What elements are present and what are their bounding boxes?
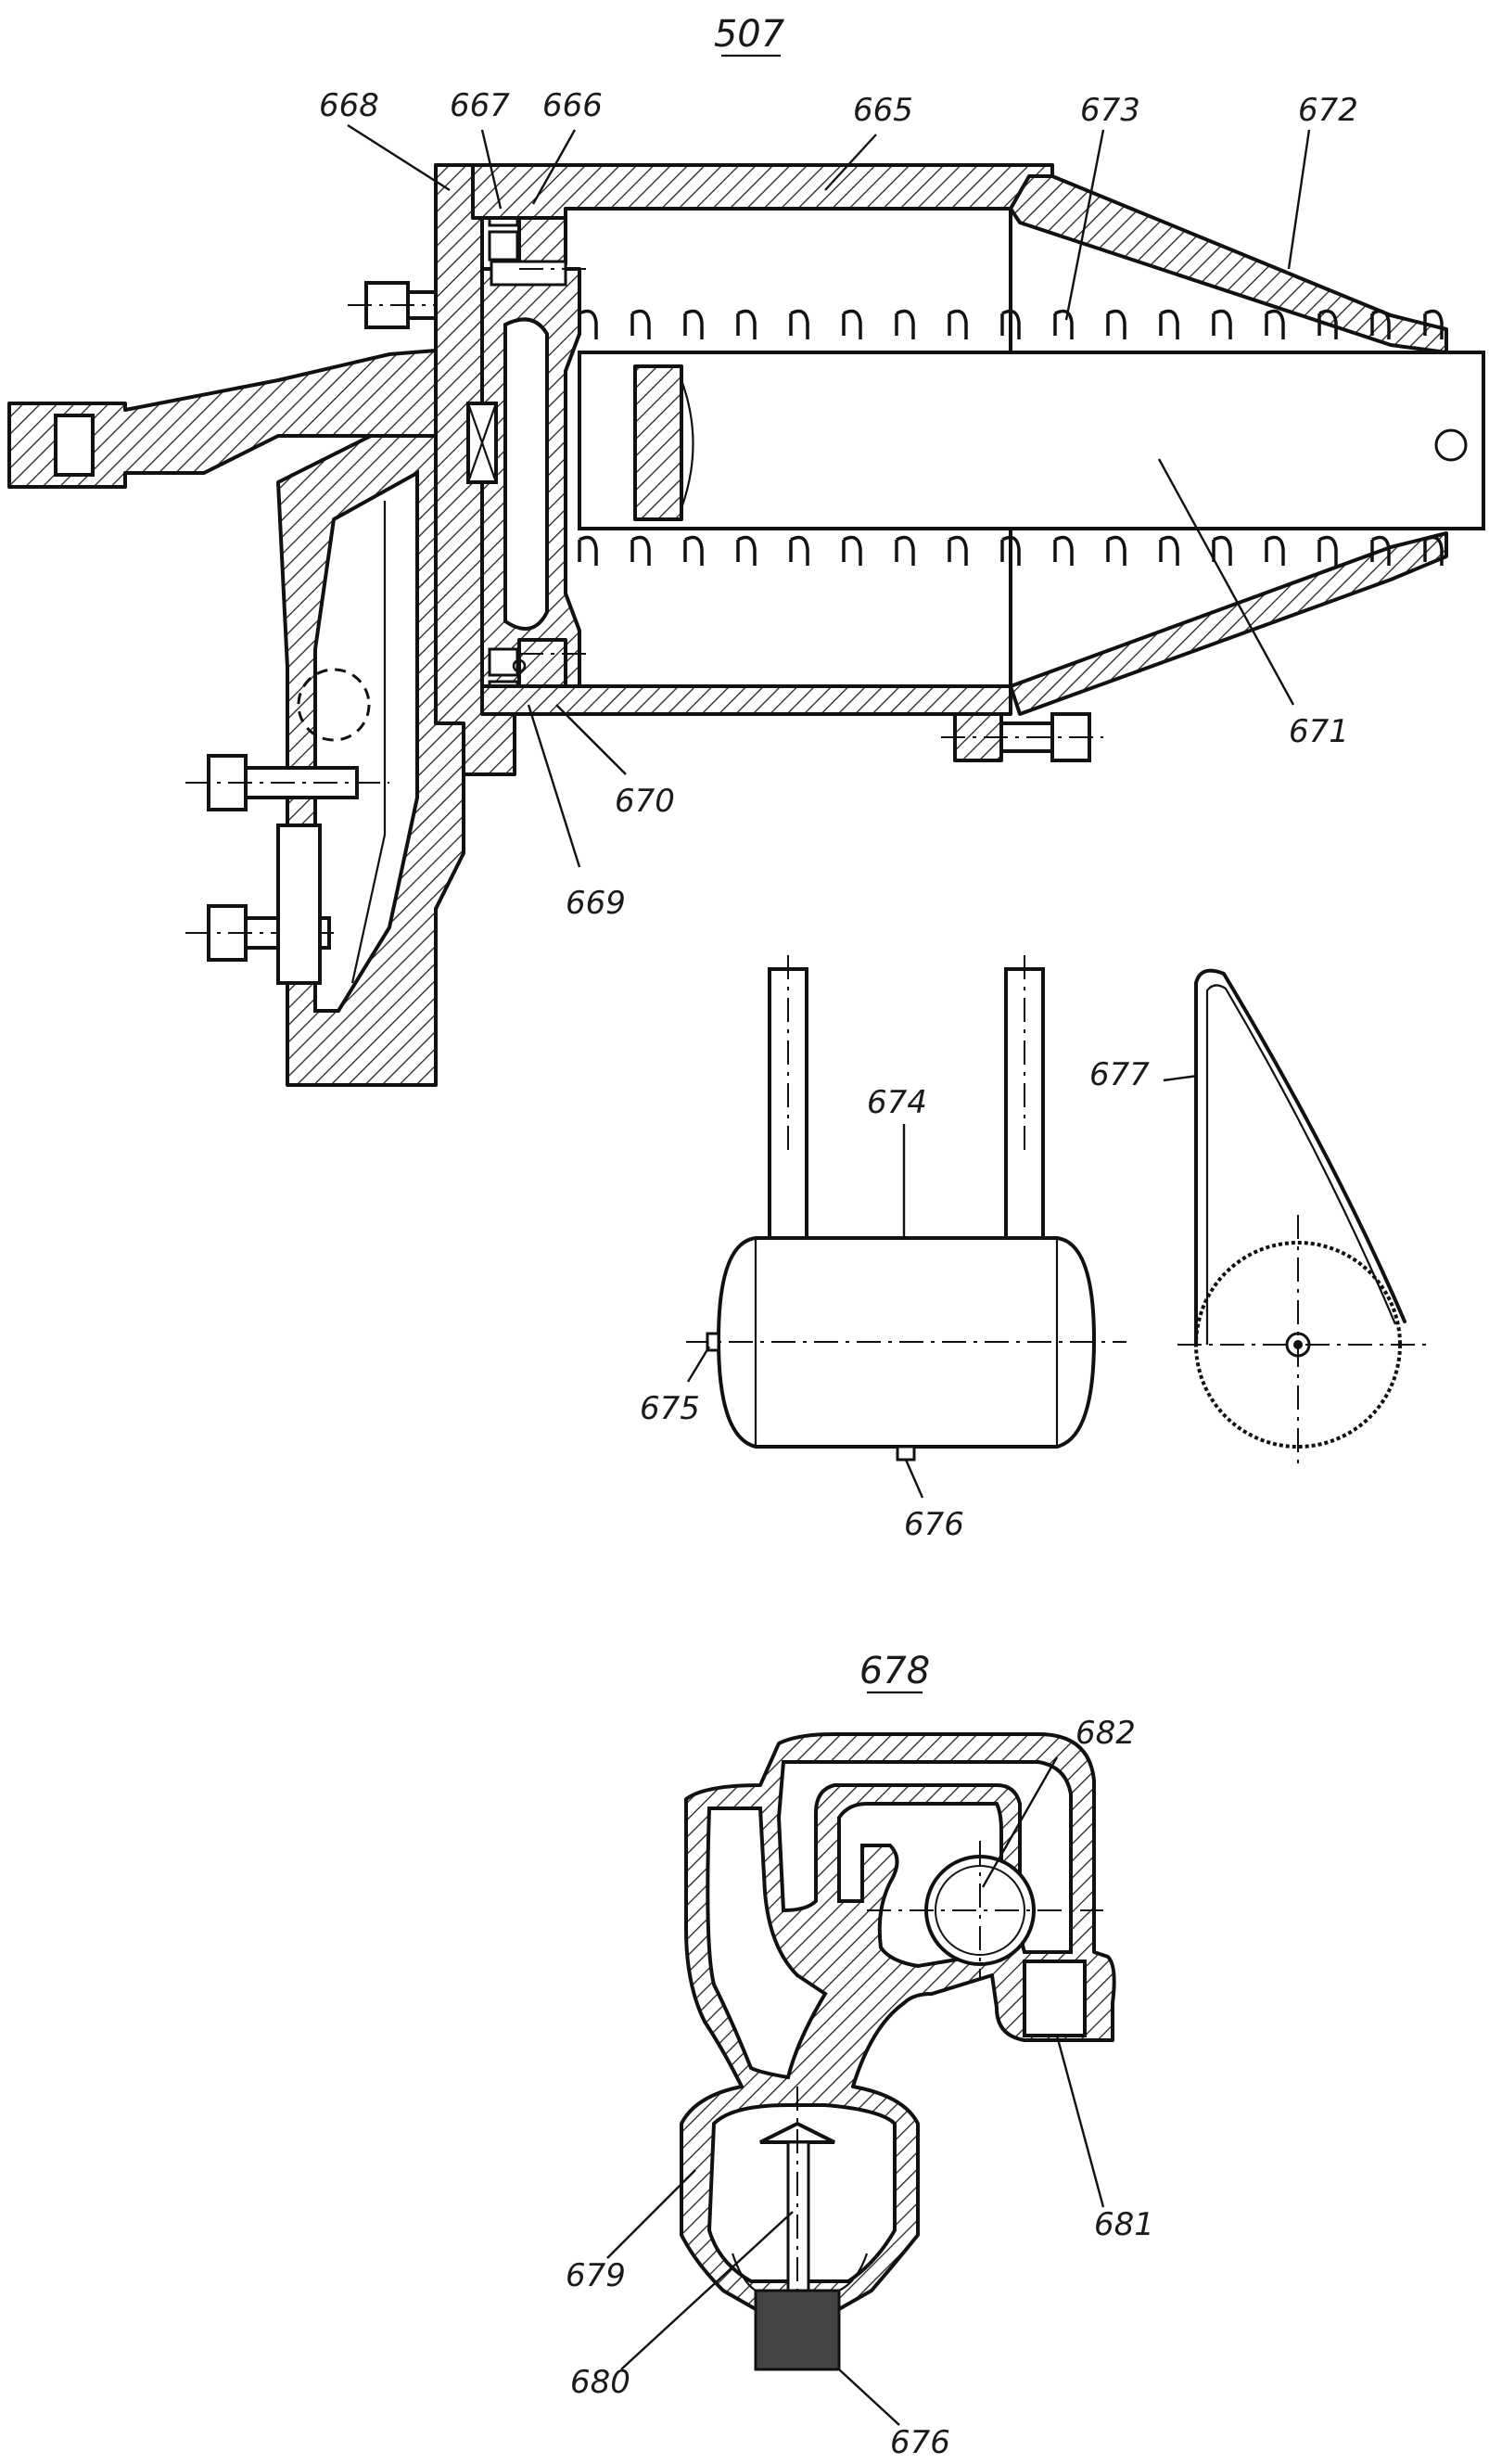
spring-coil-bottom [895, 535, 915, 566]
spring-coil-bottom [948, 535, 968, 566]
callout-681: 681 [1094, 2206, 1154, 2243]
spring-coil-top [1212, 309, 1232, 339]
figure-507-leaders [347, 123, 1311, 868]
callout-672: 672 [1298, 92, 1358, 129]
callout-680: 680 [570, 2364, 630, 2401]
piston-dome [503, 317, 549, 631]
drain-cap-676 [754, 2289, 841, 2371]
spring-coil-bottom [1159, 535, 1179, 566]
return-spring [578, 309, 1444, 566]
spring-coil-top [578, 309, 598, 339]
tank-inlet-fitting [706, 1332, 720, 1352]
spring-coil-bottom [1265, 535, 1285, 566]
callout-670: 670 [615, 783, 675, 820]
callout-676-valve: 676 [890, 2424, 950, 2461]
cone-shell-lower [1009, 531, 1448, 716]
spring-coil-bottom [1423, 535, 1444, 566]
spring-coil-bottom [1370, 535, 1391, 566]
callout-669: 669 [566, 885, 626, 922]
figure-tank-leaders [686, 1074, 1199, 1499]
tube-eye-hole [1434, 428, 1468, 462]
spring-coil-top [789, 309, 809, 339]
spring-coil-bottom [1106, 535, 1126, 566]
housing-top-wall [434, 163, 1054, 220]
spring-coil-top [895, 309, 915, 339]
callout-682: 682 [1075, 1715, 1136, 1752]
hinge-pin-hidden-outline [297, 668, 371, 742]
figure-678-title: 678 [859, 1650, 930, 1692]
spring-coil-bottom [578, 535, 598, 566]
bracket-arm-slot [54, 414, 95, 477]
figure-507: 507 [7, 13, 1485, 1087]
bracket-bolt-upper [185, 754, 389, 811]
callout-673: 673 [1080, 92, 1140, 129]
spring-coil-top [1317, 309, 1338, 339]
spring-coil-bottom [789, 535, 809, 566]
housing-bottom-wall [480, 684, 1012, 716]
callout-675: 675 [640, 1390, 700, 1427]
spring-coil-bottom [736, 535, 757, 566]
spring-coil-top [948, 309, 968, 339]
spring-coil-bottom [683, 535, 704, 566]
spring-coil-top [1370, 309, 1391, 339]
callout-665: 665 [853, 92, 913, 129]
spring-coil-top [1159, 309, 1179, 339]
figure-678: 678 682 681 679 68 [566, 1650, 1154, 2461]
spring-coil-top [1423, 309, 1444, 339]
callout-671: 671 [1289, 713, 1349, 750]
figure-678-leaders [606, 1756, 1105, 2426]
spring-coil-top [1053, 309, 1074, 339]
spring-coil-bottom [1000, 535, 1021, 566]
spring-coil-top [842, 309, 862, 339]
plunger-cap-curve [680, 379, 694, 509]
spring-coil-top [683, 309, 704, 339]
spring-coil-bottom [842, 535, 862, 566]
callout-668: 668 [319, 87, 379, 124]
plunger-cap [633, 364, 683, 521]
spring-coil-bottom [630, 535, 651, 566]
spring-coil-bottom [1053, 535, 1074, 566]
figure-air-tank: 674 675 676 677 [640, 955, 1432, 1543]
spring-coil-top [1106, 309, 1126, 339]
strap-bracket-677 [1194, 968, 1406, 1347]
tank-drain-fitting [896, 1445, 916, 1462]
callout-666: 666 [542, 87, 603, 124]
spring-coil-top [1000, 309, 1021, 339]
spring-coil-top [1265, 309, 1285, 339]
filter-plug-681 [1023, 1960, 1087, 2037]
figure-507-title: 507 [714, 13, 785, 56]
callout-667: 667 [450, 87, 510, 124]
bracket-inner-wall [350, 501, 387, 984]
valve-left-passage [706, 1807, 828, 2080]
bracket-plate [276, 823, 322, 985]
cone-shell-upper [1009, 174, 1448, 354]
plunger-tube [578, 351, 1485, 530]
spring-coil-top [630, 309, 651, 339]
spring-coil-top [736, 309, 757, 339]
valve-upper-channel [776, 1760, 1073, 1954]
bracket-body-cavity [313, 469, 419, 1013]
callout-677: 677 [1089, 1056, 1150, 1093]
housing-mount-bolt [941, 712, 1103, 762]
callout-679: 679 [566, 2257, 626, 2294]
spring-coil-bottom [1317, 535, 1338, 566]
callout-674: 674 [867, 1084, 927, 1121]
callout-676-tank: 676 [904, 1506, 964, 1543]
